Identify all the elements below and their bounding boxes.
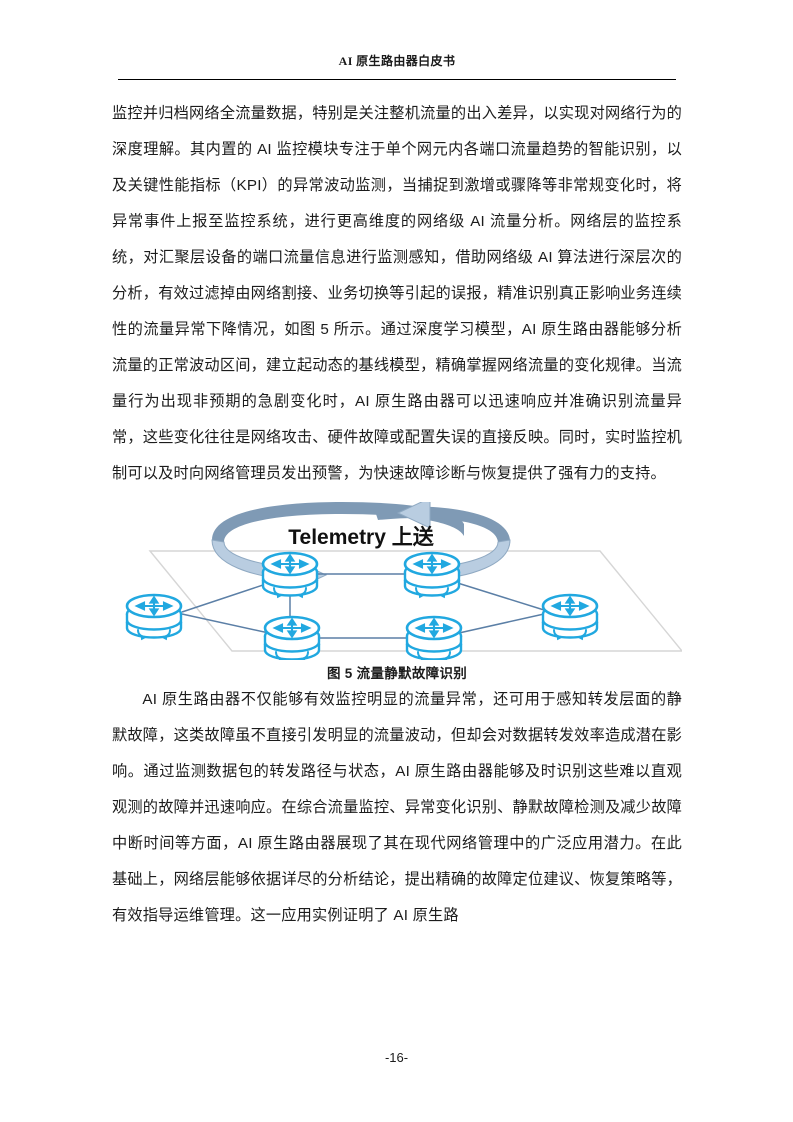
header-title: AI 原生路由器白皮书 xyxy=(338,54,456,68)
telemetry-label: Telemetry 上送 xyxy=(288,525,434,549)
telemetry-arrow-left xyxy=(396,502,431,529)
page-header: AI 原生路由器白皮书 xyxy=(118,52,676,70)
page-number: -16- xyxy=(384,1050,409,1065)
router-top-right xyxy=(403,551,461,600)
router-left xyxy=(125,593,183,642)
figure-5: Telemetry 上送 图 5 流量静默故障识别 xyxy=(112,502,682,682)
figure-5-caption: 图 5 流量静默故障识别 xyxy=(326,666,468,681)
router-bottom-left xyxy=(263,615,321,660)
paragraph-silent-fault: AI 原生路由器不仅能够有效监控明显的流量异常，还可用于感知转发层面的静默故障，… xyxy=(112,691,682,924)
figure-5-canvas: Telemetry 上送 xyxy=(112,502,682,660)
router-bottom-right xyxy=(405,615,463,660)
paragraph-monitoring: 监控并归档网络全流量数据，特别是关注整机流量的出入差异，以实现对网络行为的深度理… xyxy=(112,105,682,482)
router-right xyxy=(541,593,599,642)
page-content: 监控并归档网络全流量数据，特别是关注整机流量的出入差异，以实现对网络行为的深度理… xyxy=(112,96,682,934)
header-divider xyxy=(118,79,676,80)
page-footer: -16- xyxy=(0,1049,793,1067)
router-top-left xyxy=(261,551,319,600)
